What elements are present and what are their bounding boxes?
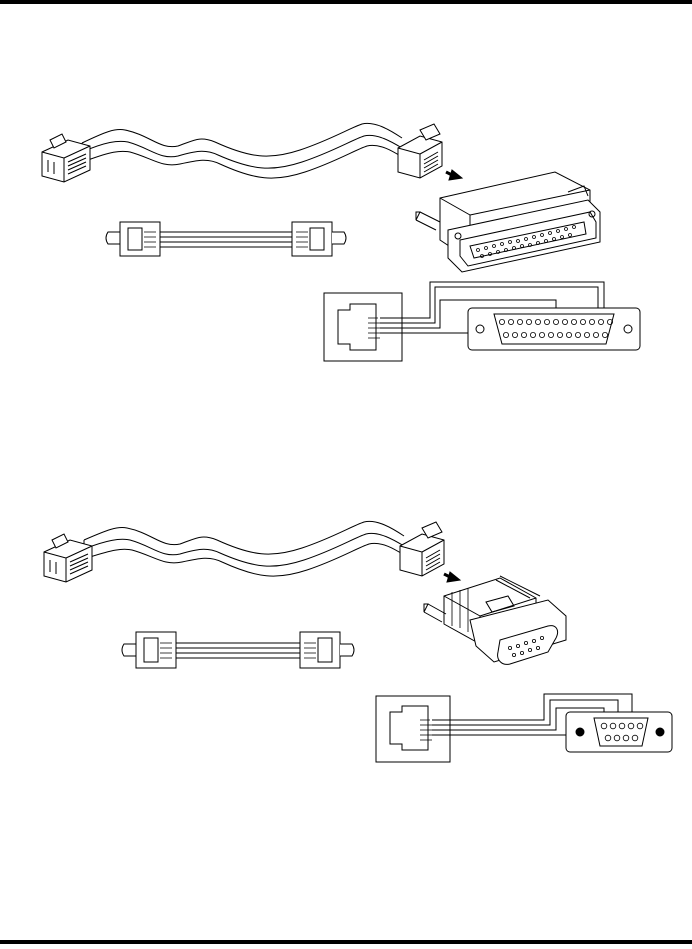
insert-arrow-icon xyxy=(444,572,460,582)
cable-pinout-schematic xyxy=(106,222,346,256)
flat-cable-illustration xyxy=(84,521,404,576)
db9-adapter-illustration xyxy=(424,576,566,664)
jack-to-db25-wiring xyxy=(324,282,640,361)
flat-cable-illustration xyxy=(82,123,402,178)
rj-plug-right-perspective xyxy=(398,124,442,178)
rj-plug-left-perspective xyxy=(42,134,90,182)
insert-arrow-icon xyxy=(446,170,462,180)
figure-db25-adapter xyxy=(42,123,640,361)
rj-plug-right-perspective xyxy=(400,522,444,576)
jack-to-db9-wiring xyxy=(376,694,672,762)
figure-db9-adapter xyxy=(44,521,672,762)
cable-pinout-schematic xyxy=(122,632,354,668)
db25-adapter-illustration xyxy=(416,172,600,272)
rj-plug-left-perspective xyxy=(44,534,92,582)
